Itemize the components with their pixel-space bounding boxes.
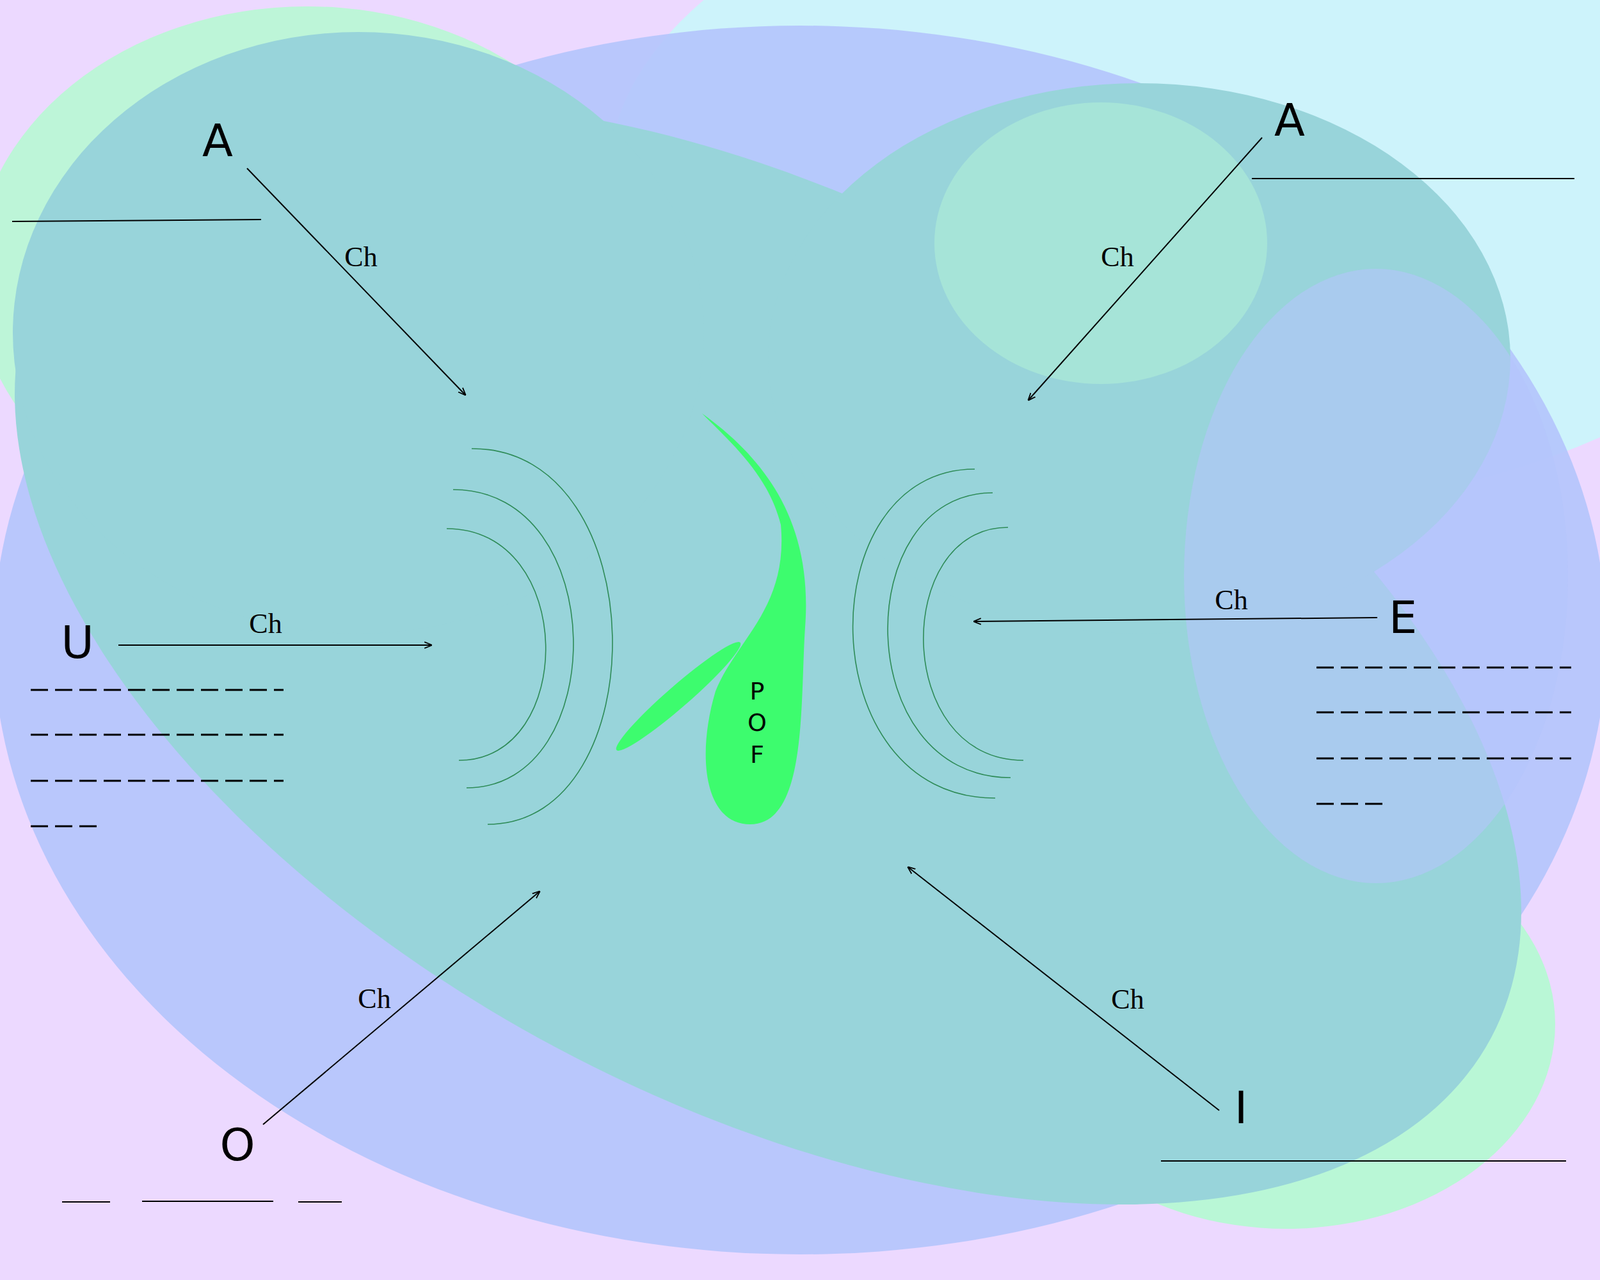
vowel-label: U <box>60 620 94 665</box>
arrow-label: Ch <box>248 609 282 639</box>
arrow-label: Ch <box>1100 243 1134 272</box>
answer-lines <box>12 178 1575 1202</box>
arrow-label: Ch <box>1214 586 1248 615</box>
arrow-label: Ch <box>344 243 377 272</box>
vowel-label: O <box>219 1122 255 1168</box>
arrow-label: Ch <box>357 984 391 1014</box>
vowel-label: I <box>1234 1085 1248 1131</box>
arrow-set <box>118 137 1378 1125</box>
pof-fill <box>702 413 806 825</box>
shape-label: P O F <box>747 675 767 771</box>
pof-shape: P O F <box>691 407 820 831</box>
green-tint <box>934 102 1268 384</box>
arrow-label: Ch <box>1111 985 1144 1014</box>
teal-blob <box>12 32 704 634</box>
vowel-label: A <box>202 118 233 164</box>
vowel-label: A <box>1274 97 1305 143</box>
blue-tint <box>1184 268 1568 884</box>
vowel-label: E <box>1388 595 1417 640</box>
